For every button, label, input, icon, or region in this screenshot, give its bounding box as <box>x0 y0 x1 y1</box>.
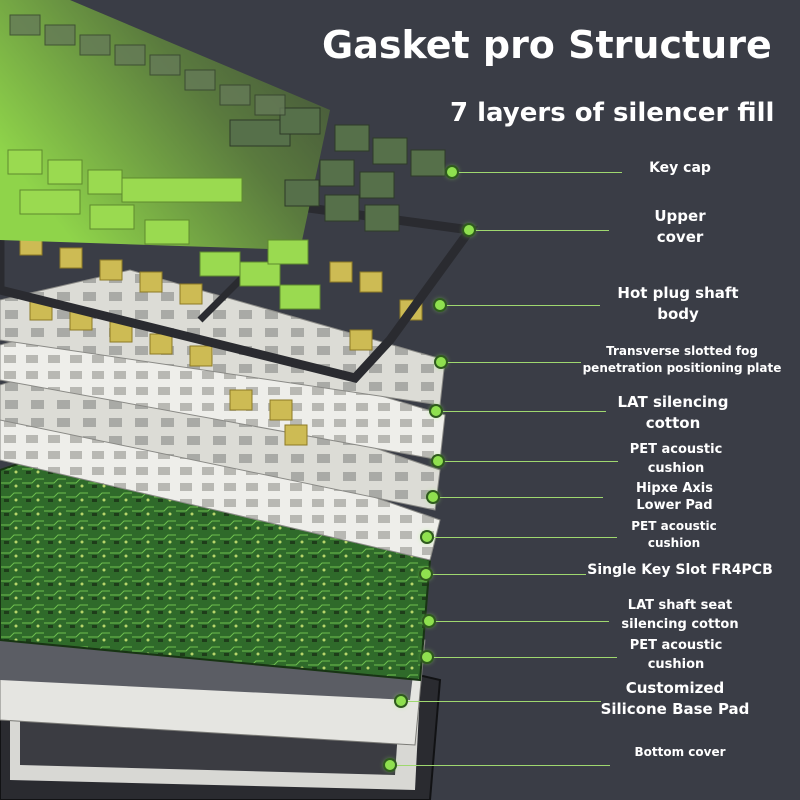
callout-line <box>429 621 609 622</box>
layer-label-lat-shaft-seat-cotton: LAT shaft seat silencing cotton <box>610 596 750 634</box>
callout-line <box>469 230 609 231</box>
layer-label-pet-acoustic-cushion-3: PET acoustic cushion <box>620 636 732 674</box>
page-subtitle: 7 layers of silencer fill <box>450 96 790 130</box>
layer-label-hipxe-axis-lower-pad: Hipxe Axis Lower Pad <box>612 480 737 514</box>
callout-dot <box>422 532 432 542</box>
callout-line <box>440 305 600 306</box>
callout-line <box>427 537 617 538</box>
callout-line <box>436 411 606 412</box>
callout-dot <box>422 652 432 662</box>
page-title: Gasket pro Structure <box>322 22 792 68</box>
layer-label-hot-plug-shaft-body: Hot plug shaft body <box>608 283 748 325</box>
callout-line <box>438 461 618 462</box>
layer-label-silicone-base-pad: Customized Silicone Base Pad <box>600 678 750 720</box>
callout-dot <box>428 492 438 502</box>
callout-dot <box>433 456 443 466</box>
layer-label-lat-silencing-cotton: LAT silencing cotton <box>608 392 738 434</box>
layer-label-bottom-cover: Bottom cover <box>632 744 728 761</box>
callout-line <box>426 574 586 575</box>
layer-label-pet-acoustic-cushion-2: PET acoustic cushion <box>622 518 726 552</box>
callout-dot <box>424 616 434 626</box>
callout-dot <box>431 406 441 416</box>
callout-line <box>390 765 610 766</box>
callout-line <box>427 657 617 658</box>
callout-line <box>401 701 601 702</box>
callout-dot <box>435 300 445 310</box>
callout-line <box>452 172 622 173</box>
callout-dot <box>421 569 431 579</box>
layer-label-pet-acoustic-cushion: PET acoustic cushion <box>620 440 732 478</box>
callout-dot <box>464 225 474 235</box>
layer-label-key-cap: Key cap <box>620 160 740 176</box>
callout-dot <box>385 760 395 770</box>
callout-line <box>441 362 581 363</box>
layer-label-upper-cover: Upper cover <box>630 206 730 248</box>
callout-dot <box>447 167 457 177</box>
callout-dot <box>436 357 446 367</box>
callout-dot <box>396 696 406 706</box>
layer-label-fr4-pcb: Single Key Slot FR4PCB <box>585 562 775 578</box>
callout-line <box>433 497 603 498</box>
layer-label-positioning-plate: Transverse slotted fog penetration posit… <box>572 343 792 377</box>
